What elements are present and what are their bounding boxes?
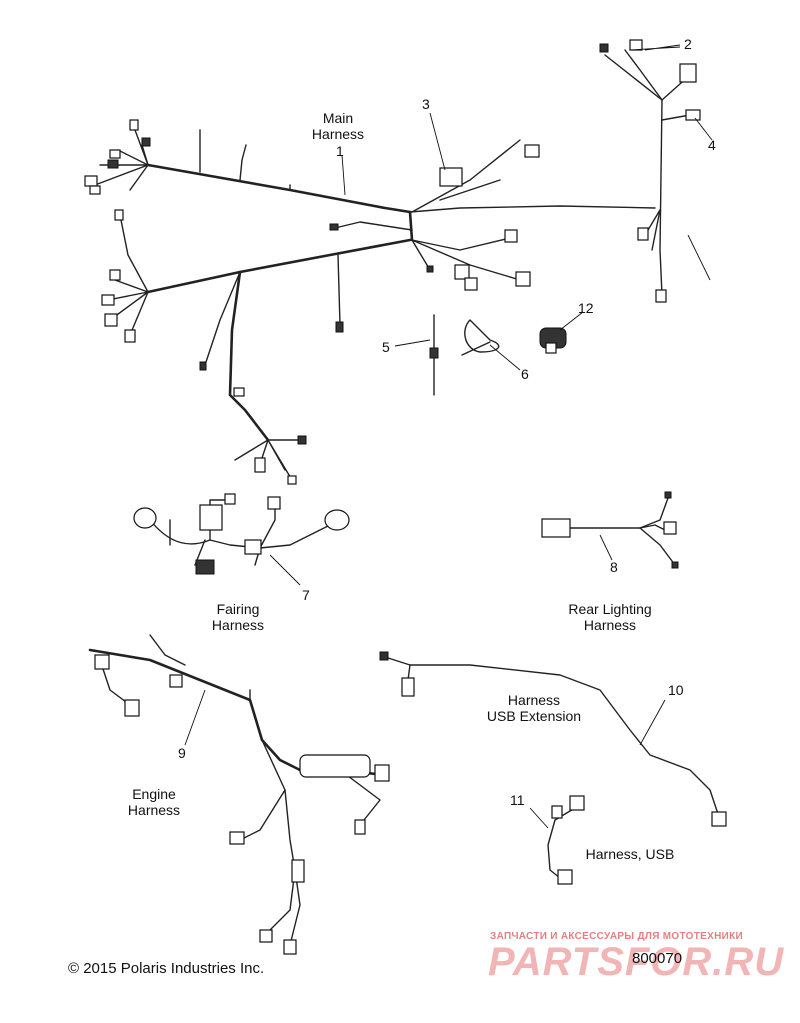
- rear-lighting-harness: [541, 491, 679, 569]
- engine-harness-label: Engine Harness: [127, 786, 181, 818]
- callout-8: 8: [610, 559, 618, 575]
- engine-harness: [88, 634, 390, 955]
- usb-extension-harness: [379, 651, 727, 827]
- small-parts: [341, 112, 584, 396]
- callout-9: 9: [178, 745, 186, 761]
- callout-2: 2: [684, 36, 692, 52]
- main-harness-label: Main Harness: [311, 110, 365, 142]
- callout-6: 6: [521, 366, 529, 382]
- callout-4: 4: [708, 137, 716, 153]
- callout-1: 1: [336, 143, 344, 159]
- fairing-harness-label: Fairing Harness: [211, 601, 265, 633]
- usb-harness: [529, 795, 585, 885]
- upper-right-harness: [599, 39, 713, 303]
- callout-10: 10: [668, 682, 684, 698]
- watermark-tagline: ЗАПЧАСТИ И АКСЕССУАРЫ ДЛЯ МОТОТЕХНИКИ: [490, 931, 743, 942]
- callout-7: 7: [302, 587, 310, 603]
- watermark-logo: PARTSFOR.RU: [488, 940, 785, 984]
- callout-5: 5: [382, 339, 390, 355]
- copyright-text: © 2015 Polaris Industries Inc.: [68, 960, 265, 977]
- main-harness: [84, 119, 656, 485]
- rear-lighting-harness-label: Rear Lighting Harness: [568, 601, 652, 633]
- callout-12: 12: [578, 300, 594, 316]
- callout-3: 3: [422, 96, 430, 112]
- fairing-harness: [133, 493, 350, 586]
- callout-11: 11: [510, 792, 525, 808]
- usb-extension-harness-label: Harness USB Extension: [486, 692, 582, 724]
- diagram-number: 800070: [632, 950, 683, 967]
- usb-harness-label: Harness, USB: [585, 846, 675, 862]
